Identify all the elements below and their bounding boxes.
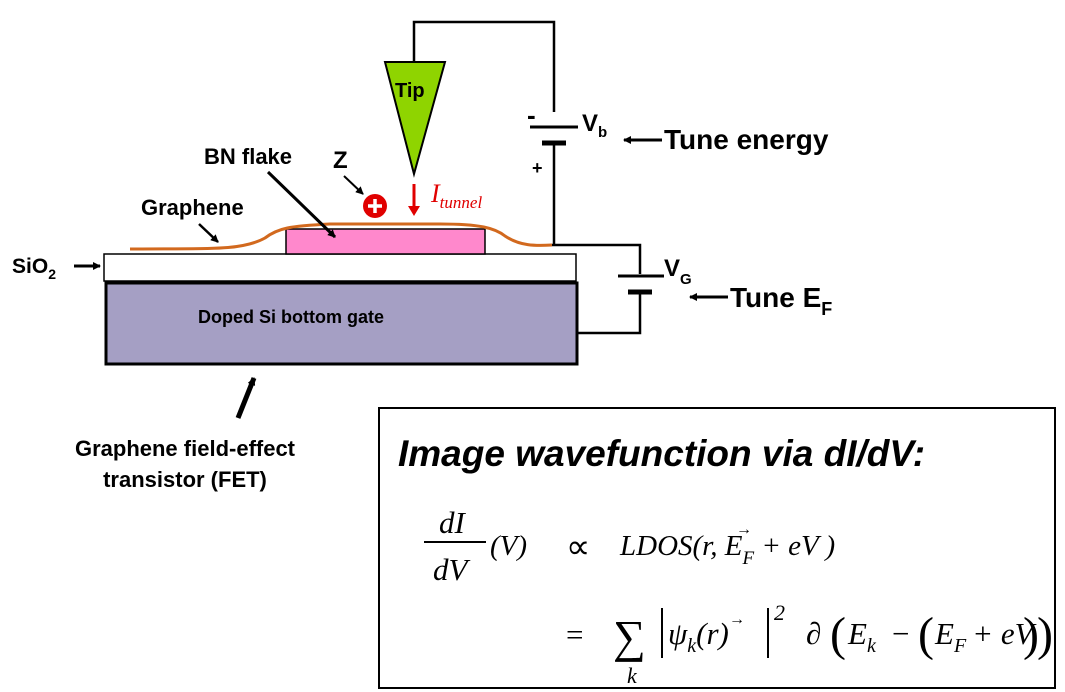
right-inner-paren: ) — [1023, 608, 1039, 661]
formula-title: Image wavefunction via dI/dV: — [398, 433, 925, 474]
arg-v: (V) — [490, 530, 527, 562]
bn-flake-label: BN flake — [204, 144, 292, 169]
sio2-label: SiO2 — [12, 255, 56, 282]
gate-upper-wire — [552, 243, 642, 274]
vb-minus-sign: - — [527, 100, 536, 130]
e-k-term: Ek — [847, 616, 877, 657]
r-vector-arrow-2: → — [729, 611, 745, 628]
circuit-wires — [412, 20, 642, 335]
tune-energy-label: Tune energy — [664, 124, 829, 155]
equals-sign: = — [566, 617, 583, 652]
tunnel-current-arrowhead — [408, 206, 420, 216]
gate-layer — [104, 281, 579, 366]
bias-battery — [530, 125, 578, 146]
gate-label: Doped Si bottom gate — [198, 307, 384, 327]
stm-tip — [383, 61, 447, 178]
psi-expression: ψk(r) — [668, 616, 729, 657]
partial-symbol: ∂ — [806, 616, 821, 651]
frac-denominator: dV — [433, 552, 471, 587]
tip-label: Tip — [395, 80, 425, 102]
power-two: 2 — [774, 600, 785, 625]
fet-label-line1: Graphene field-effect — [75, 436, 296, 461]
bn-flake — [285, 228, 486, 255]
propto-symbol: ∝ — [566, 529, 590, 566]
r-vector-arrow-1: → — [736, 521, 752, 538]
fet-arrow — [235, 377, 257, 419]
formula-box — [378, 407, 1056, 689]
sum-index: k — [627, 663, 638, 688]
gate-battery — [618, 274, 664, 295]
minus-sign: − — [892, 616, 909, 651]
z-label: Z — [333, 147, 348, 174]
z-pointer-arrow — [343, 175, 364, 195]
right-outer-paren: ) — [1037, 608, 1053, 661]
graphene-label: Graphene — [141, 195, 244, 220]
graphene-arrow — [198, 223, 219, 243]
plus-charge-icon — [363, 194, 387, 218]
sum-symbol: ∑ — [613, 611, 646, 662]
tip-bias-wire — [412, 20, 556, 112]
tune-ef-label: Tune EF — [730, 282, 832, 319]
left-outer-paren: ( — [830, 608, 846, 661]
ldos-expression: LDOS(r, EF + eV ) — [619, 530, 835, 569]
bn-flake-arrow — [266, 170, 337, 239]
vg-label: VG — [664, 255, 692, 288]
sio2-layer — [103, 253, 577, 282]
frac-numerator: dI — [439, 505, 467, 540]
left-inner-paren: ( — [918, 608, 934, 661]
e-f-term: EF+ eV — [934, 616, 1037, 657]
fet-label-line2: transistor (FET) — [103, 467, 267, 492]
vb-label: Vb — [582, 110, 607, 141]
vb-plus-sign: + — [532, 158, 543, 178]
itunnel-label: Itunnel — [430, 179, 482, 212]
gate-lower-wire — [577, 294, 642, 335]
